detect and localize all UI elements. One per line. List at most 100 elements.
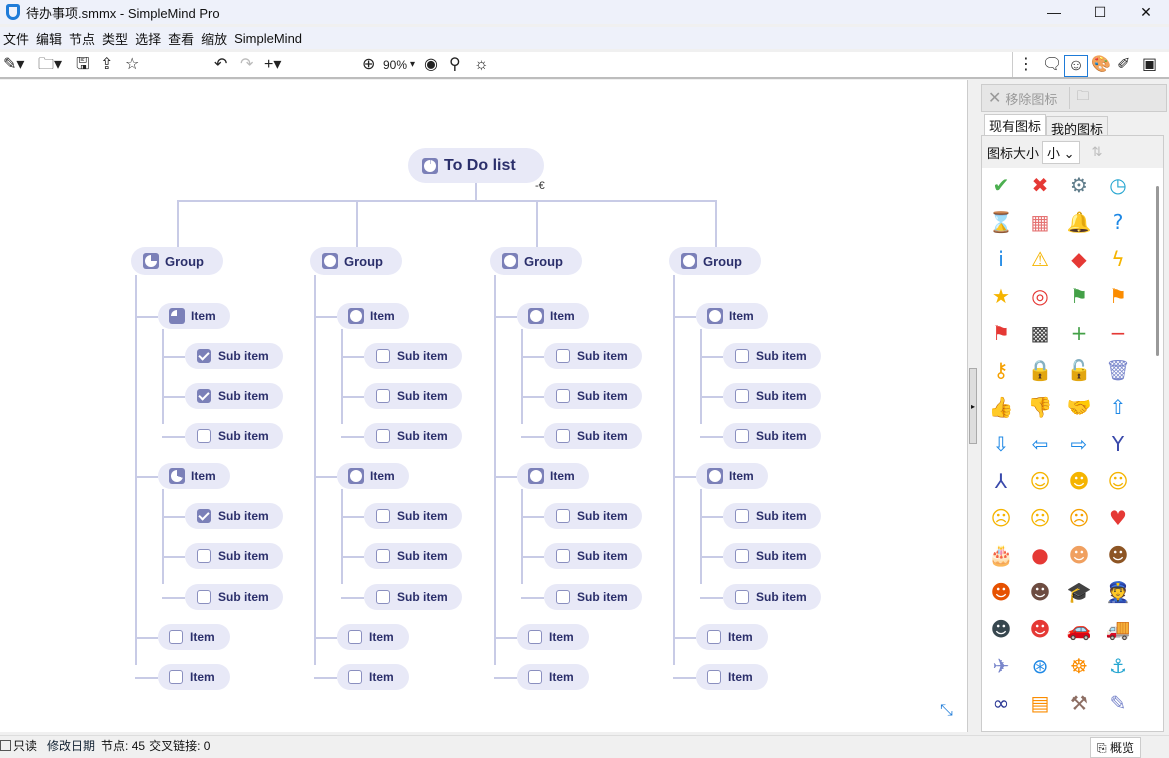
menu-select[interactable]: 选择 [135, 31, 162, 47]
info-icon[interactable]: i [998, 247, 1004, 271]
zoom-level[interactable]: 90% [383, 58, 408, 72]
item-node[interactable]: Item [517, 664, 589, 690]
sub-item-node[interactable]: Sub item [723, 343, 821, 369]
car-icon[interactable]: 🚗 [1066, 617, 1092, 641]
checkered-flag-icon[interactable]: ▩ [1030, 321, 1050, 345]
progress-icon[interactable] [169, 468, 185, 484]
palette-icon[interactable]: 🎨 [1091, 56, 1111, 73]
key-icon[interactable]: ⚷ [993, 358, 1009, 382]
checkbox[interactable] [169, 670, 183, 684]
checkbox[interactable] [197, 590, 211, 604]
item-node[interactable]: Item [517, 463, 589, 489]
favorite-star-icon[interactable]: ☆ [125, 56, 140, 73]
error-icon[interactable]: ◆ [1071, 247, 1087, 271]
group-node[interactable]: Group [131, 247, 223, 275]
checkbox[interactable] [376, 509, 390, 523]
sub-item-node[interactable]: Sub item [544, 503, 642, 529]
bell-icon[interactable]: 🔔 [1066, 210, 1092, 234]
arrow-left-icon[interactable]: ⇦ [1031, 432, 1049, 456]
checkbox[interactable] [376, 389, 390, 403]
icons-panel-icon[interactable]: ☺ [1064, 55, 1088, 77]
sub-item-node[interactable]: Sub item [723, 543, 821, 569]
sub-item-node[interactable]: Sub item [185, 423, 283, 449]
collapse-panel-handle[interactable]: ▸ [969, 368, 977, 444]
item-node[interactable]: Item [517, 303, 589, 329]
businessman-icon[interactable]: ☻ [990, 617, 1012, 641]
sort-icon[interactable]: ⇅ [1091, 144, 1103, 159]
plus-icon[interactable]: + [1070, 321, 1088, 345]
minus-icon[interactable]: − [1109, 321, 1127, 345]
progress-icon[interactable] [348, 468, 364, 484]
sub-item-node[interactable]: Sub item [723, 423, 821, 449]
graduation-cap-icon[interactable]: 🎓 [1066, 580, 1092, 604]
checkbox[interactable] [348, 670, 362, 684]
checkbox[interactable] [197, 549, 211, 563]
heart-icon[interactable]: ♥ [1109, 506, 1127, 530]
checkbox[interactable] [707, 670, 721, 684]
fork-icon[interactable]: Y [1111, 432, 1125, 456]
progress-icon[interactable] [707, 468, 723, 484]
crying-face-icon[interactable]: ☹ [1068, 506, 1090, 530]
zoom-icon[interactable]: ⊕ [362, 56, 376, 73]
menu-simplemind[interactable]: SimpleMind [234, 30, 303, 46]
checked-checkbox[interactable] [197, 389, 211, 403]
group-node[interactable]: Group [669, 247, 761, 275]
clock-icon[interactable]: ◷ [1109, 173, 1127, 197]
airplane-icon[interactable]: ✈ [992, 654, 1010, 678]
progress-icon[interactable] [681, 253, 697, 269]
menu-view[interactable]: 查看 [168, 31, 195, 47]
grin-icon[interactable]: ☻ [1068, 469, 1090, 493]
checkbox[interactable] [528, 630, 542, 644]
balloon-icon[interactable]: ● [1031, 543, 1049, 567]
checkbox[interactable] [556, 429, 570, 443]
item-node[interactable]: Item [337, 664, 409, 690]
checkbox[interactable] [376, 429, 390, 443]
item-node[interactable]: Item [158, 664, 230, 690]
checkbox[interactable] [735, 509, 749, 523]
star-icon[interactable]: ★ [992, 284, 1010, 308]
sub-item-node[interactable]: Sub item [544, 423, 642, 449]
item-node[interactable]: Item [158, 624, 230, 650]
item-node[interactable]: Item [158, 463, 230, 489]
police-icon[interactable]: 👮 [1105, 580, 1131, 604]
thumbs-up-icon[interactable]: 👍 [988, 395, 1014, 419]
sub-item-node[interactable]: Sub item [723, 383, 821, 409]
compass-icon[interactable]: ⊛ [1031, 654, 1049, 678]
warning-icon[interactable]: ⚠ [1031, 247, 1049, 271]
orange-flag-icon[interactable]: ⚑ [1109, 284, 1127, 308]
item-node[interactable]: Item [517, 624, 589, 650]
neutral-face-icon[interactable]: ☹ [990, 506, 1012, 530]
sub-item-node[interactable]: Sub item [364, 503, 462, 529]
cake-icon[interactable]: 🎂 [988, 543, 1014, 567]
collapse-toggle-icon[interactable]: -€ [535, 180, 545, 192]
item-node[interactable]: Item [696, 463, 768, 489]
gear-icon[interactable]: ⚙ [1070, 173, 1088, 197]
item-node[interactable]: Item [696, 664, 768, 690]
checkbox[interactable] [528, 670, 542, 684]
checkbox[interactable] [169, 630, 183, 644]
unlock-icon[interactable]: 🔓 [1066, 358, 1092, 382]
share-icon[interactable]: ⇪ [100, 56, 114, 73]
item-node[interactable]: Item [337, 463, 409, 489]
item-node[interactable]: Item [158, 303, 230, 329]
question-icon[interactable]: ? [1112, 210, 1124, 234]
brick-wall-icon[interactable]: ▤ [1030, 691, 1050, 715]
readonly-checkbox[interactable] [0, 740, 11, 751]
presentation-icon[interactable]: ▣ [1142, 56, 1158, 73]
checkbox[interactable] [707, 630, 721, 644]
truck-icon[interactable]: 🚚 [1105, 617, 1131, 641]
add-node-icon[interactable]: +▾ [264, 56, 282, 73]
checkbox[interactable] [735, 549, 749, 563]
green-flag-icon[interactable]: ⚑ [1070, 284, 1088, 308]
focus-target-icon[interactable]: ◉ [424, 56, 438, 73]
idea-bulb-icon[interactable]: ☼ [474, 56, 489, 73]
checked-checkbox[interactable] [197, 349, 211, 363]
arrow-right-icon[interactable]: ⇨ [1070, 432, 1088, 456]
progress-icon[interactable] [528, 308, 544, 324]
undo-icon[interactable]: ↶ [214, 56, 228, 73]
checkbox[interactable] [735, 349, 749, 363]
checkbox[interactable] [556, 590, 570, 604]
menu-edit[interactable]: 编辑 [36, 31, 63, 47]
open-folder-icon[interactable]: 🗀▾ [38, 56, 63, 73]
checkbox[interactable] [348, 630, 362, 644]
